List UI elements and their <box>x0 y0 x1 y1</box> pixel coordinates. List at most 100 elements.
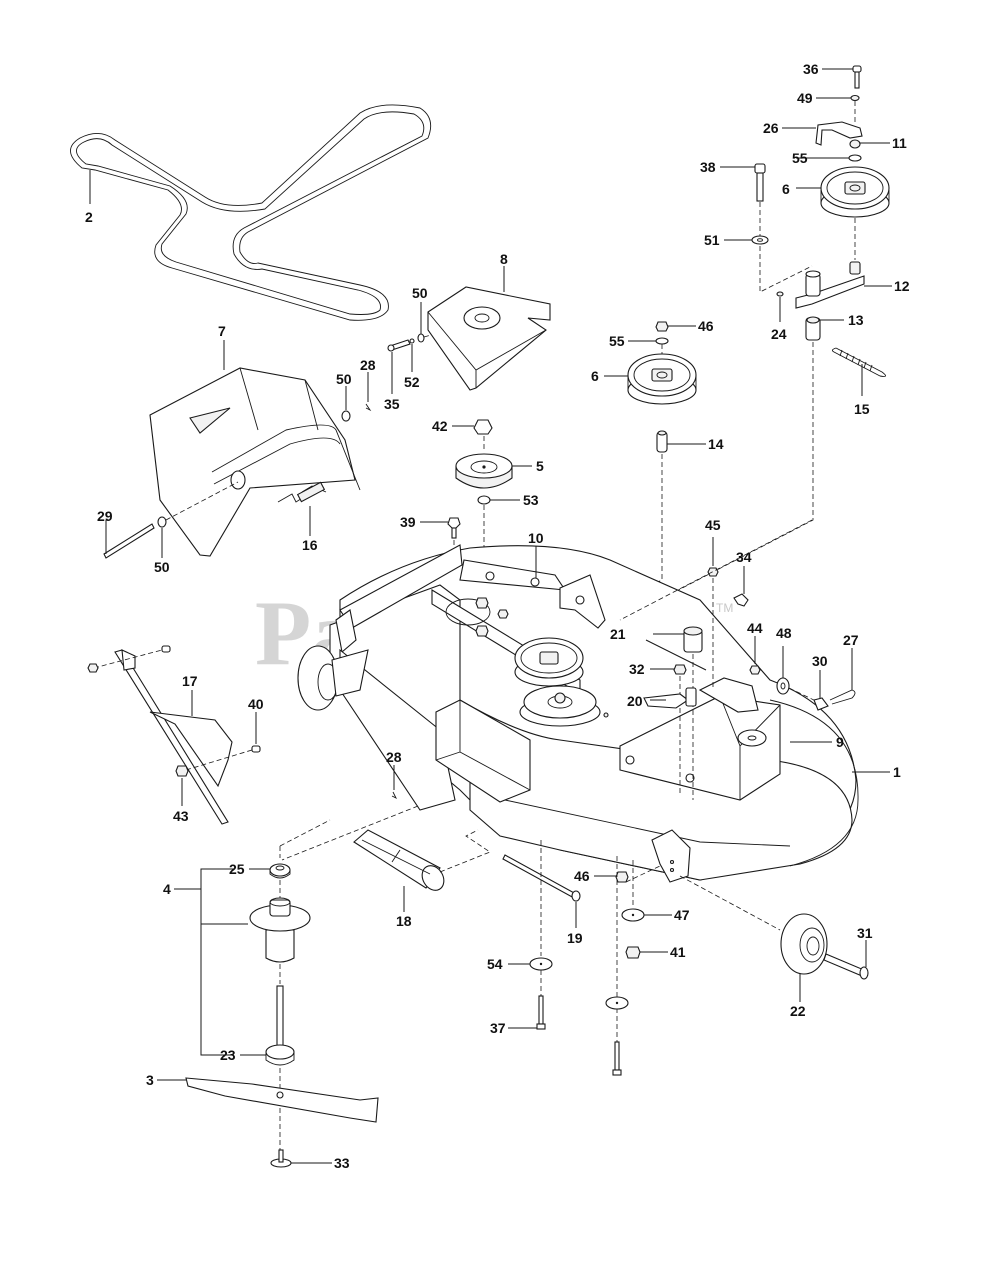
callout-16: 16 <box>302 537 318 553</box>
callout-42: 42 <box>432 418 448 434</box>
part-bumper-34[interactable] <box>733 566 749 607</box>
part-discharge-chute[interactable] <box>149 340 361 557</box>
part-spacer-14[interactable] <box>656 430 706 453</box>
part-nut-44[interactable] <box>749 636 761 675</box>
callout-49: 49 <box>797 90 813 106</box>
callout-8: 8 <box>500 251 508 267</box>
part-bolt-36[interactable] <box>822 65 862 89</box>
callout-5: 5 <box>536 458 544 474</box>
callout-33: 33 <box>334 1155 350 1171</box>
part-clip-27[interactable] <box>829 648 856 705</box>
part-nut-46b[interactable] <box>594 871 629 883</box>
part-cotter-pin-28b[interactable] <box>391 765 398 800</box>
part-spacer-53[interactable] <box>477 495 520 505</box>
part-washer-50b[interactable] <box>341 386 351 422</box>
part-baffle-17[interactable] <box>114 649 233 825</box>
callout-21: 21 <box>610 626 626 642</box>
part-bushing-21[interactable] <box>653 626 703 653</box>
part-belt-cover-8[interactable] <box>427 266 551 391</box>
callout-labels: 2 7 29 50 50 16 28 35 52 50 8 42 5 53 39… <box>85 61 910 1171</box>
part-washer-55a[interactable] <box>628 337 669 345</box>
part-spacer-washer-lower[interactable] <box>605 996 629 1010</box>
part-blade-3[interactable] <box>157 1077 379 1123</box>
part-left-pan[interactable] <box>435 699 531 803</box>
part-nut-11[interactable] <box>849 139 890 149</box>
part-shoulder-bolt-38[interactable] <box>720 163 766 202</box>
part-wheel-bolt-31[interactable] <box>823 940 869 980</box>
callout-50a: 50 <box>412 285 428 301</box>
callout-15: 15 <box>854 401 870 417</box>
part-nut-17a[interactable] <box>87 663 99 673</box>
part-lockwasher-49[interactable] <box>816 94 860 102</box>
callout-55b: 55 <box>792 150 808 166</box>
part-bearing-25[interactable] <box>249 863 291 879</box>
part-gauge-wheel-22[interactable] <box>780 913 828 1002</box>
part-spacer-washer-47[interactable] <box>621 908 672 922</box>
callout-23: 23 <box>220 1047 236 1063</box>
callout-13: 13 <box>848 312 864 328</box>
part-nut-46a[interactable] <box>655 321 696 332</box>
callout-47: 47 <box>674 907 690 923</box>
part-grease-fitting-24[interactable] <box>776 291 784 322</box>
part-washer-51[interactable] <box>724 235 769 245</box>
part-flange-nut-42[interactable] <box>452 419 493 435</box>
part-idler-arm-12[interactable] <box>795 261 892 309</box>
part-bolt-40[interactable] <box>251 712 261 753</box>
callout-12: 12 <box>894 278 910 294</box>
part-spindle-housing[interactable] <box>249 897 311 963</box>
callout-9: 9 <box>836 734 844 750</box>
callout-53: 53 <box>523 492 539 508</box>
callout-6b: 6 <box>591 368 599 384</box>
callout-39: 39 <box>400 514 416 530</box>
part-cotter-pin-28a[interactable] <box>365 372 372 412</box>
callout-44: 44 <box>747 620 763 636</box>
part-deck-idler-pulley[interactable] <box>514 637 584 687</box>
part-drive-belt[interactable] <box>70 104 432 321</box>
part-lockwasher-52[interactable] <box>409 338 415 372</box>
part-front-rail[interactable] <box>335 544 581 811</box>
part-belt-guard-10[interactable] <box>459 546 606 629</box>
part-bolt-32[interactable] <box>650 664 687 675</box>
part-chute-rod[interactable] <box>103 520 155 559</box>
part-blade-bolt-33[interactable] <box>270 1149 332 1168</box>
part-idler-pulley-6b[interactable] <box>604 353 697 405</box>
part-washer-55b[interactable] <box>796 154 862 162</box>
part-deck-spindle-pulley[interactable] <box>519 685 601 727</box>
callout-43: 43 <box>173 808 189 824</box>
part-belt-cover-9[interactable] <box>619 677 832 801</box>
part-roller-bolt-19[interactable] <box>502 854 581 928</box>
part-washer-50c[interactable] <box>157 481 239 558</box>
callout-32: 32 <box>629 661 645 677</box>
callout-27: 27 <box>843 632 859 648</box>
callout-4: 4 <box>163 881 171 897</box>
part-spindle-assembly-4[interactable] <box>174 868 248 1056</box>
part-bolt-17a[interactable] <box>161 645 171 653</box>
part-pin-30[interactable] <box>813 670 829 711</box>
part-nut-41[interactable] <box>625 946 668 959</box>
callout-54: 54 <box>487 956 503 972</box>
callout-18: 18 <box>396 913 412 929</box>
part-bracket-20[interactable] <box>643 687 697 709</box>
part-bolt-37[interactable] <box>508 995 546 1030</box>
part-idler-pulley-6a[interactable] <box>796 166 890 218</box>
part-bolt-39[interactable] <box>420 517 461 539</box>
part-spindle-pulley-5[interactable] <box>455 453 532 489</box>
part-bushing-13[interactable] <box>805 316 844 341</box>
part-extension-spring-15[interactable] <box>831 347 886 396</box>
part-nut-43[interactable] <box>175 765 189 806</box>
part-washer-48[interactable] <box>776 646 790 695</box>
callout-17: 17 <box>182 673 198 689</box>
part-front-wheel[interactable] <box>297 645 369 711</box>
part-bearing-23[interactable] <box>240 1044 295 1066</box>
callout-45: 45 <box>705 517 721 533</box>
part-spindle-shaft[interactable] <box>276 985 284 1047</box>
part-roller-18[interactable] <box>353 829 448 912</box>
callout-48: 48 <box>776 625 792 641</box>
part-belt-keeper-26[interactable] <box>782 121 863 146</box>
part-spacer-washer-54[interactable] <box>508 957 553 971</box>
part-torsion-spring[interactable] <box>277 481 327 536</box>
part-rear-bracket[interactable] <box>651 829 691 883</box>
part-bolt-35[interactable] <box>387 339 411 394</box>
part-bolt-lower[interactable] <box>612 1041 622 1076</box>
callout-50b: 50 <box>336 371 352 387</box>
